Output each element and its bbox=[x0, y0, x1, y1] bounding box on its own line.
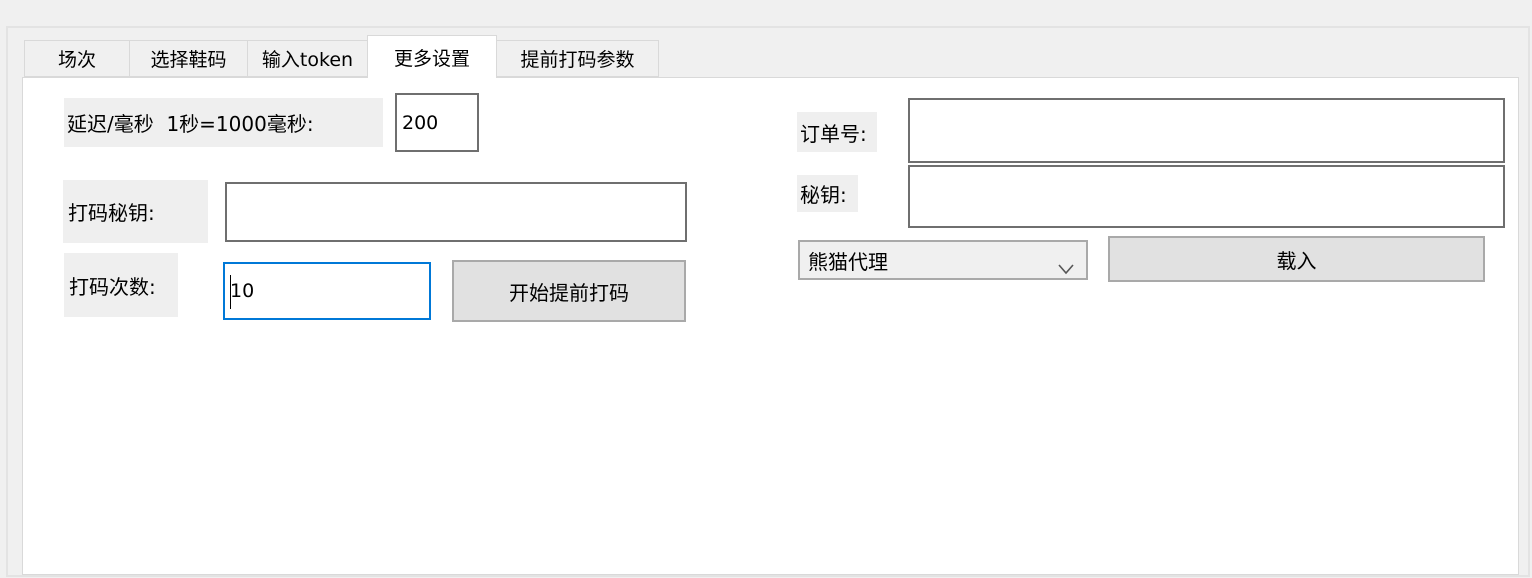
tab-more-settings[interactable]: 更多设置 bbox=[367, 35, 497, 78]
tab-select-shoe-size[interactable]: 选择鞋码 bbox=[129, 40, 248, 77]
outer-panel bbox=[6, 26, 1530, 577]
tab-input-token[interactable]: 输入token bbox=[247, 40, 368, 77]
order-number-label: 订单号: bbox=[797, 112, 877, 152]
captcha-count-label: 打码次数: bbox=[64, 253, 178, 317]
secret-key-input[interactable] bbox=[908, 165, 1505, 228]
delay-input[interactable] bbox=[395, 93, 479, 152]
captcha-count-input[interactable] bbox=[225, 264, 429, 318]
captcha-key-input[interactable] bbox=[225, 182, 687, 242]
captcha-key-label: 打码秘钥: bbox=[63, 180, 208, 243]
captcha-count-input-wrap bbox=[223, 262, 431, 320]
secret-key-label: 秘钥: bbox=[797, 175, 858, 212]
text-caret bbox=[230, 275, 231, 309]
chevron-down-icon bbox=[1058, 256, 1074, 280]
delay-label: 延迟/毫秒 1秒=1000毫秒: bbox=[64, 98, 383, 147]
order-number-input[interactable] bbox=[908, 98, 1505, 163]
tab-sessions[interactable]: 场次 bbox=[24, 40, 130, 77]
proxy-select[interactable]: 熊猫代理 bbox=[798, 240, 1088, 280]
load-button[interactable]: 载入 bbox=[1108, 236, 1485, 282]
start-precaptcha-button[interactable]: 开始提前打码 bbox=[452, 260, 686, 322]
proxy-select-value: 熊猫代理 bbox=[808, 249, 888, 274]
tab-precaptcha-params[interactable]: 提前打码参数 bbox=[496, 40, 659, 77]
